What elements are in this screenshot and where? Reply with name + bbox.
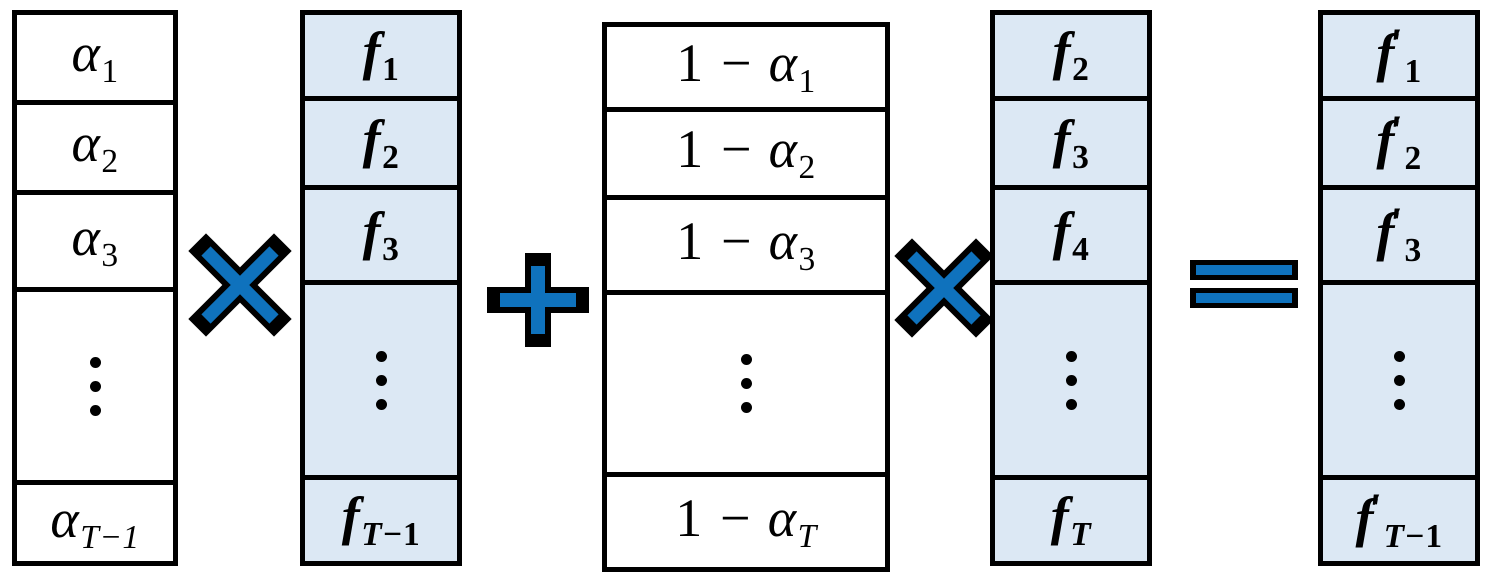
alpha-vector: α1 α2 α3 αT−1 [12, 10, 178, 566]
vector-cell-ellipsis [305, 285, 457, 480]
vector-cell-ellipsis [17, 292, 173, 485]
f-shifted-vector: f2 f3 f4 fT [990, 10, 1152, 566]
cell-label-f-3: f3 [362, 200, 400, 268]
vertical-dots-icon [1393, 350, 1405, 410]
vertical-dots-icon [740, 354, 752, 413]
plus-icon [487, 252, 589, 348]
vector-cell: f3 [995, 101, 1147, 190]
vertical-dots-icon [89, 356, 101, 416]
cell-label-one-minus-alpha-T: 1 − αT [675, 487, 817, 555]
vector-cell: f2 [305, 101, 457, 190]
vector-cell: fT [995, 480, 1147, 561]
cell-label-alpha-T-1: αT−1 [50, 488, 140, 556]
cell-label-fprime-3: f′3 [1376, 200, 1422, 270]
cell-label-fprime-2: f′2 [1376, 108, 1422, 178]
cell-label-f-1: f1 [362, 21, 400, 89]
cell-label-fprime-1: f′1 [1376, 20, 1422, 90]
vector-cell: f′1 [1323, 15, 1475, 101]
cell-label-f-2: f2 [362, 108, 400, 176]
vector-cell: f3 [305, 190, 457, 285]
vector-cell: fT−1 [305, 480, 457, 561]
vertical-dots-icon [1065, 350, 1077, 410]
vector-cell: f′3 [1323, 190, 1475, 285]
vector-cell: 1 − α2 [607, 112, 885, 200]
vector-cell: α3 [17, 195, 173, 292]
cell-label-alpha-3: α3 [71, 206, 119, 274]
cell-label-fprime-T-1: f′T−1 [1355, 485, 1443, 555]
cell-label-one-minus-alpha-1: 1 − α1 [676, 32, 816, 100]
cell-label-one-minus-alpha-2: 1 − α2 [676, 119, 816, 187]
cell-label-f-T-1: fT−1 [341, 486, 421, 554]
vector-cell: 1 − α3 [607, 200, 885, 295]
multiply-icon-1 [188, 233, 292, 337]
cell-label-one-minus-alpha-3: 1 − α3 [676, 210, 816, 278]
vector-cell: f2 [995, 15, 1147, 101]
f-vector: f1 f2 f3 fT−1 [300, 10, 462, 566]
vector-cell: αT−1 [17, 485, 173, 561]
one-minus-alpha-vector: 1 − α1 1 − α2 1 − α3 1 − αT [602, 22, 890, 572]
vector-cell: α1 [17, 15, 173, 105]
equals-icon [1188, 256, 1300, 312]
vector-cell: 1 − αT [607, 477, 885, 567]
cell-label-fs-T: fT [1050, 486, 1092, 554]
cell-label-fs-3: f3 [1052, 108, 1090, 176]
vector-cell: f4 [995, 190, 1147, 285]
vertical-dots-icon [375, 350, 387, 410]
cell-label-fs-2: f2 [1052, 21, 1090, 89]
cell-label-alpha-1: α1 [71, 23, 119, 91]
vector-cell: f1 [305, 15, 457, 101]
vector-cell: f′2 [1323, 101, 1475, 190]
vector-cell-ellipsis [607, 295, 885, 477]
cell-label-fs-4: f4 [1052, 200, 1090, 268]
multiply-icon-2 [894, 238, 994, 338]
cell-label-alpha-2: α2 [71, 113, 119, 181]
vector-cell-ellipsis [1323, 285, 1475, 480]
f-prime-vector: f′1 f′2 f′3 f′T−1 [1318, 10, 1480, 566]
vector-cell-ellipsis [995, 285, 1147, 480]
vector-cell: f′T−1 [1323, 480, 1475, 561]
vector-cell: α2 [17, 105, 173, 195]
vector-cell: 1 − α1 [607, 27, 885, 112]
